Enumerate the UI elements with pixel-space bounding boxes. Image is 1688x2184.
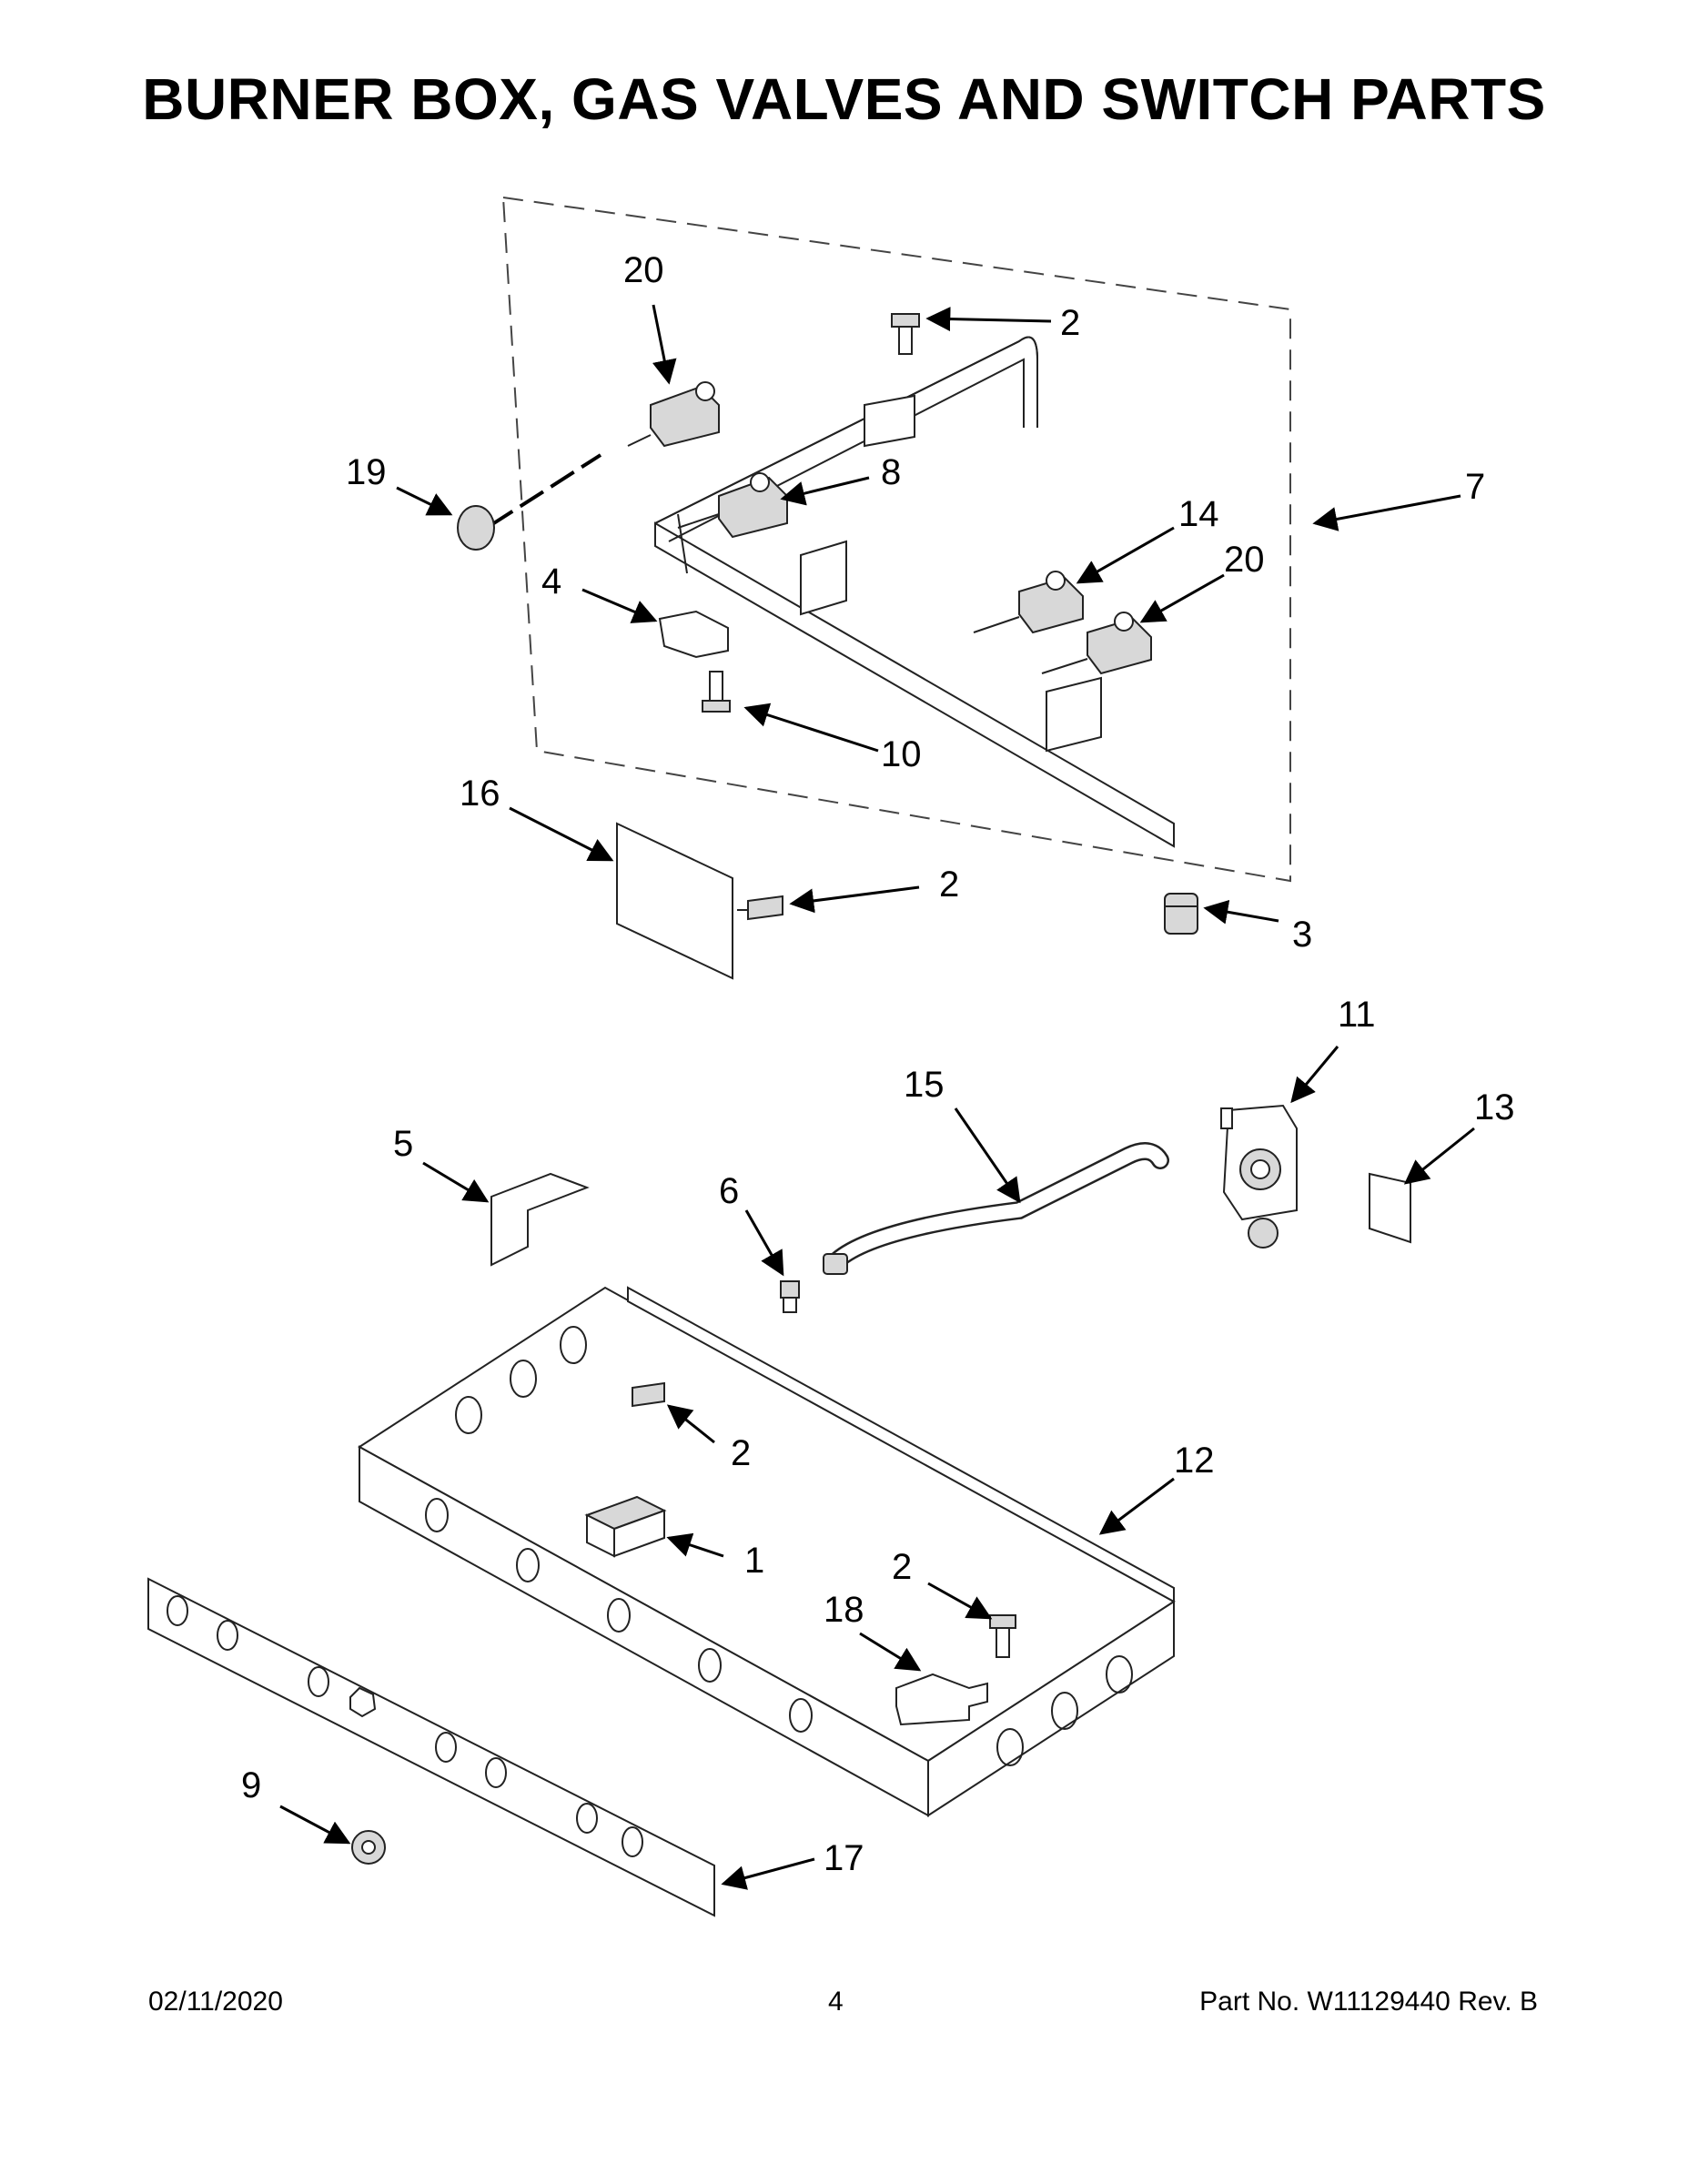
callout-14: 14: [1178, 494, 1219, 534]
part-3-fitting: [1164, 893, 1198, 935]
callout-2-bracket: 2: [892, 1547, 912, 1587]
callout-17: 17: [824, 1838, 864, 1878]
callout-labels: 20 2 19 8 7 14 20 4 10 16 2 3 11 15 13 5…: [241, 250, 1515, 1878]
manifold-pipe: [654, 336, 1175, 848]
part-16-cover-plate: [616, 822, 733, 980]
part-6-orifice: [780, 1280, 800, 1313]
part-15-gas-tube: [823, 1142, 1169, 1275]
gas-valve-14: [973, 571, 1084, 634]
callout-16: 16: [460, 774, 500, 814]
callout-10: 10: [881, 734, 922, 774]
callout-6: 6: [719, 1171, 739, 1211]
callout-8: 8: [881, 452, 901, 492]
knob-axis-line: [488, 453, 602, 528]
footer-page-number: 4: [828, 1987, 844, 2017]
callout-5: 5: [393, 1124, 413, 1164]
part-4-bracket: [658, 610, 729, 659]
manifold-assembly-boundary: [501, 196, 1291, 883]
part-2-plate-screw: [737, 895, 783, 921]
part-2-top-screw: [891, 313, 920, 355]
part-1-switch-module: [584, 1495, 667, 1558]
part-12-burner-box: [358, 1286, 1176, 1817]
callout-11: 11: [1338, 995, 1376, 1035]
callout-20-top: 20: [623, 250, 664, 290]
part-13-bracket: [1369, 1172, 1411, 1244]
callout-12: 12: [1174, 1441, 1215, 1481]
callout-9: 9: [241, 1765, 261, 1805]
part-9-knob-insert: [351, 1830, 386, 1865]
callout-19: 19: [346, 452, 387, 492]
part-10-screw: [702, 671, 731, 713]
part-2-box-screw: [632, 1381, 665, 1408]
leader-arrows: [279, 304, 1475, 1890]
gas-valve-20-right: [1041, 612, 1152, 675]
manifold-brackets: [800, 394, 1102, 753]
part-5-bracket: [490, 1172, 590, 1267]
part-11-regulator: [1220, 1104, 1298, 1249]
callout-4: 4: [541, 561, 561, 602]
part-17-front-panel: [147, 1577, 715, 1917]
part-19-washer: [457, 505, 495, 551]
callout-2-box: 2: [731, 1433, 751, 1473]
callout-7: 7: [1465, 467, 1485, 507]
callout-18: 18: [824, 1590, 864, 1630]
callout-2-top: 2: [1060, 303, 1080, 343]
part-18-bracket: [895, 1673, 988, 1726]
footer-part-number: Part No. W11129440 Rev. B: [1199, 1987, 1538, 2017]
callout-15: 15: [904, 1065, 945, 1105]
gas-valve-20-top: [627, 381, 720, 448]
page-title: BURNER BOX, GAS VALVES AND SWITCH PARTS: [142, 66, 1546, 132]
footer-date: 02/11/2020: [148, 1987, 283, 2017]
callout-13: 13: [1474, 1087, 1515, 1127]
callout-2-plate: 2: [939, 864, 959, 905]
callout-1: 1: [744, 1541, 764, 1581]
part-2-bracket-screw: [989, 1614, 1016, 1658]
callout-3: 3: [1292, 915, 1312, 955]
callout-20-right: 20: [1224, 540, 1265, 580]
gas-valve-8: [677, 472, 788, 539]
